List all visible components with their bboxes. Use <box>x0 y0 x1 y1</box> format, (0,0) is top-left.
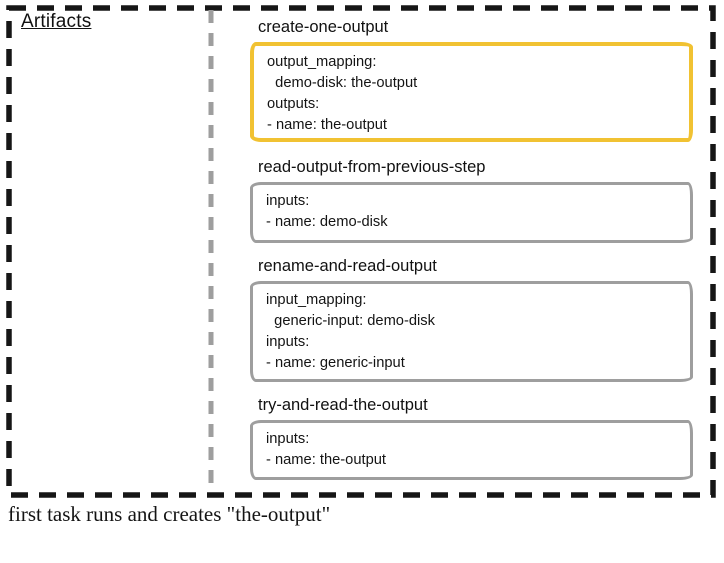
task-spec-box: inputs: - name: the-output <box>250 420 693 480</box>
task-spec-box: input_mapping: generic-input: demo-disk … <box>250 281 693 382</box>
task-spec-text: inputs: - name: the-output <box>266 431 387 468</box>
task-spec-box: inputs: - name: demo-disk <box>250 182 693 243</box>
task-spec-text: inputs: - name: demo-disk <box>266 193 388 230</box>
task-spec-text: input_mapping: generic-input: demo-disk … <box>266 292 435 371</box>
task-spec-box: output_mapping: demo-disk: the-output ou… <box>250 42 693 142</box>
task-name: create-one-output <box>258 18 389 36</box>
artifacts-panel-title: Artifacts <box>21 11 92 32</box>
task-spec-text: output_mapping: demo-disk: the-output ou… <box>267 54 418 133</box>
task-name: read-output-from-previous-step <box>258 158 486 176</box>
task-name: try-and-read-the-output <box>258 396 428 414</box>
caption-text: first task runs and creates "the-output" <box>8 502 331 526</box>
task-name: rename-and-read-output <box>258 257 437 275</box>
